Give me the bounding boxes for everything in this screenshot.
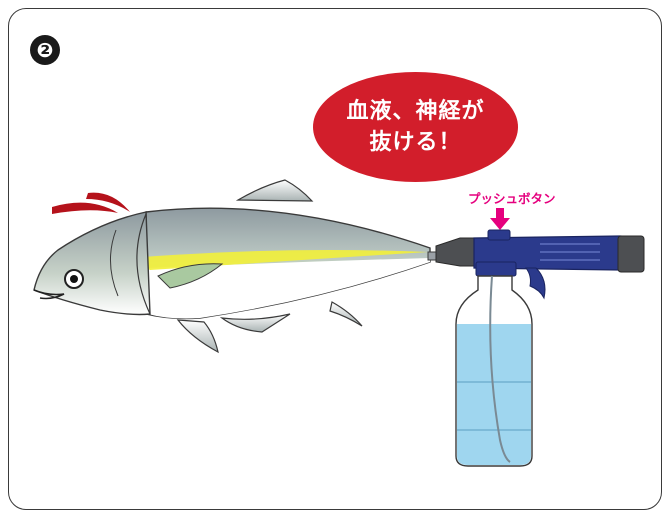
- pectoral-fin: [157, 263, 224, 289]
- bubble-line-2: 抜ける！: [369, 130, 462, 155]
- ventral-fin: [176, 319, 219, 354]
- blood-splash-marks: [52, 192, 130, 214]
- dorsal-fin: [235, 179, 314, 202]
- push-button[interactable]: [487, 229, 511, 241]
- push-button-label: プッシュボタン: [468, 191, 556, 206]
- fish-pupil: [70, 275, 78, 283]
- siphon-tube: [489, 275, 511, 463]
- gun-end-cap: [617, 235, 645, 273]
- fish-head: [33, 211, 151, 316]
- gill-line: [136, 213, 151, 315]
- fish-mouth: [33, 289, 65, 300]
- sprayer-trigger[interactable]: [525, 267, 546, 300]
- speech-bubble: 血液、神経が 抜ける！: [313, 72, 518, 182]
- gun-ridges: [540, 243, 600, 261]
- finlet: [329, 301, 363, 327]
- sprayer-nozzle: [435, 237, 475, 267]
- push-arrow-icon: [490, 208, 510, 230]
- gill-cover: [109, 229, 119, 297]
- bubble-line-1: 血液、神経が: [346, 99, 485, 124]
- bottle-ridges: [457, 381, 531, 431]
- bottle-cap: [475, 261, 517, 277]
- fish-belly: [148, 258, 430, 319]
- step-number-badge: ❷: [30, 35, 60, 65]
- anal-fin: [219, 313, 291, 333]
